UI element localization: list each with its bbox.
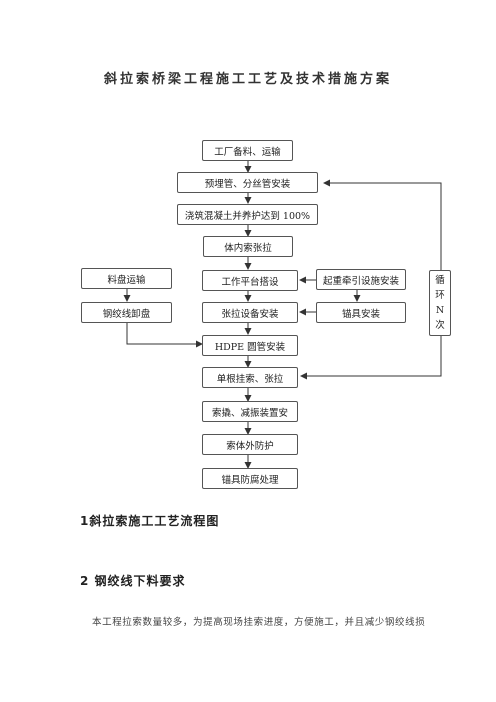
section-heading-flowchart: 1斜拉索施工工艺流程图 [80, 514, 220, 528]
step-damper-install: 索撬、减振装置安 [202, 401, 298, 422]
section-heading-strand-cutting: 2 钢绞线下料要求 [80, 574, 186, 588]
step-single-strand: 单根挂索、张拉 [202, 367, 298, 388]
step-hdpe-pipe: HDPE 圆管安装 [202, 335, 298, 356]
loop-n-times-box: 循 环 N 次 [429, 270, 451, 336]
step-concrete-pour: 浇筑混凝土并养护达到 100% [177, 204, 318, 225]
step-external-protection: 索体外防护 [202, 434, 298, 455]
page-title: 斜拉索桥梁工程施工工艺及技术措施方案 [103, 72, 392, 87]
step-strand-unreel: 钢绞线卸盘 [81, 302, 172, 323]
step-anchor-install: 锚具安装 [316, 302, 406, 323]
step-hoisting-setup: 起重牵引设施安装 [316, 269, 406, 290]
step-anchor-anticorrosion: 锚具防腐处理 [202, 468, 298, 489]
loop-char: 循 [435, 275, 445, 286]
step-embedded-pipe: 预埋管、分丝管安装 [177, 172, 318, 193]
step-tension-equipment: 张拉设备安装 [202, 302, 298, 323]
step-work-platform: 工作平台搭设 [202, 270, 298, 291]
loop-char: 次 [435, 320, 445, 331]
loop-char: 环 [435, 290, 445, 301]
step-internal-tension: 体内索张拉 [203, 236, 293, 257]
step-factory-prep: 工厂备料、运输 [202, 140, 293, 161]
body-paragraph: 本工程拉索数量较多，为提高现场挂索进度，方便施工，并且减少钢绞线损 [92, 617, 426, 628]
step-reel-transport: 料盘运输 [81, 268, 172, 289]
loop-char: N [435, 305, 445, 316]
